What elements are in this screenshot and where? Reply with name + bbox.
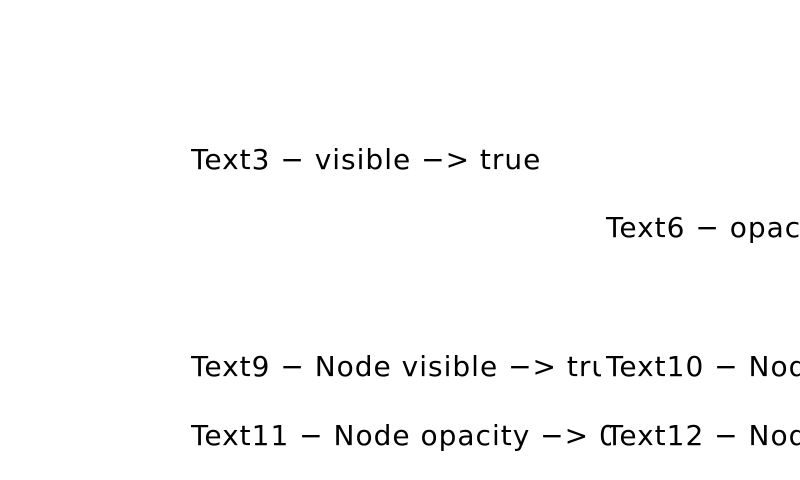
text12-label: Text12 − Nod — [606, 419, 800, 452]
text10-label: Text10 − Nod — [606, 350, 800, 383]
text11-label: Text11 − Node opacity −> 0 — [191, 419, 611, 452]
text9-label: Text9 − Node visible −> tru — [191, 350, 601, 383]
text3-label: Text3 − visible −> true — [191, 143, 542, 176]
text6-label: Text6 − opac — [606, 211, 800, 244]
